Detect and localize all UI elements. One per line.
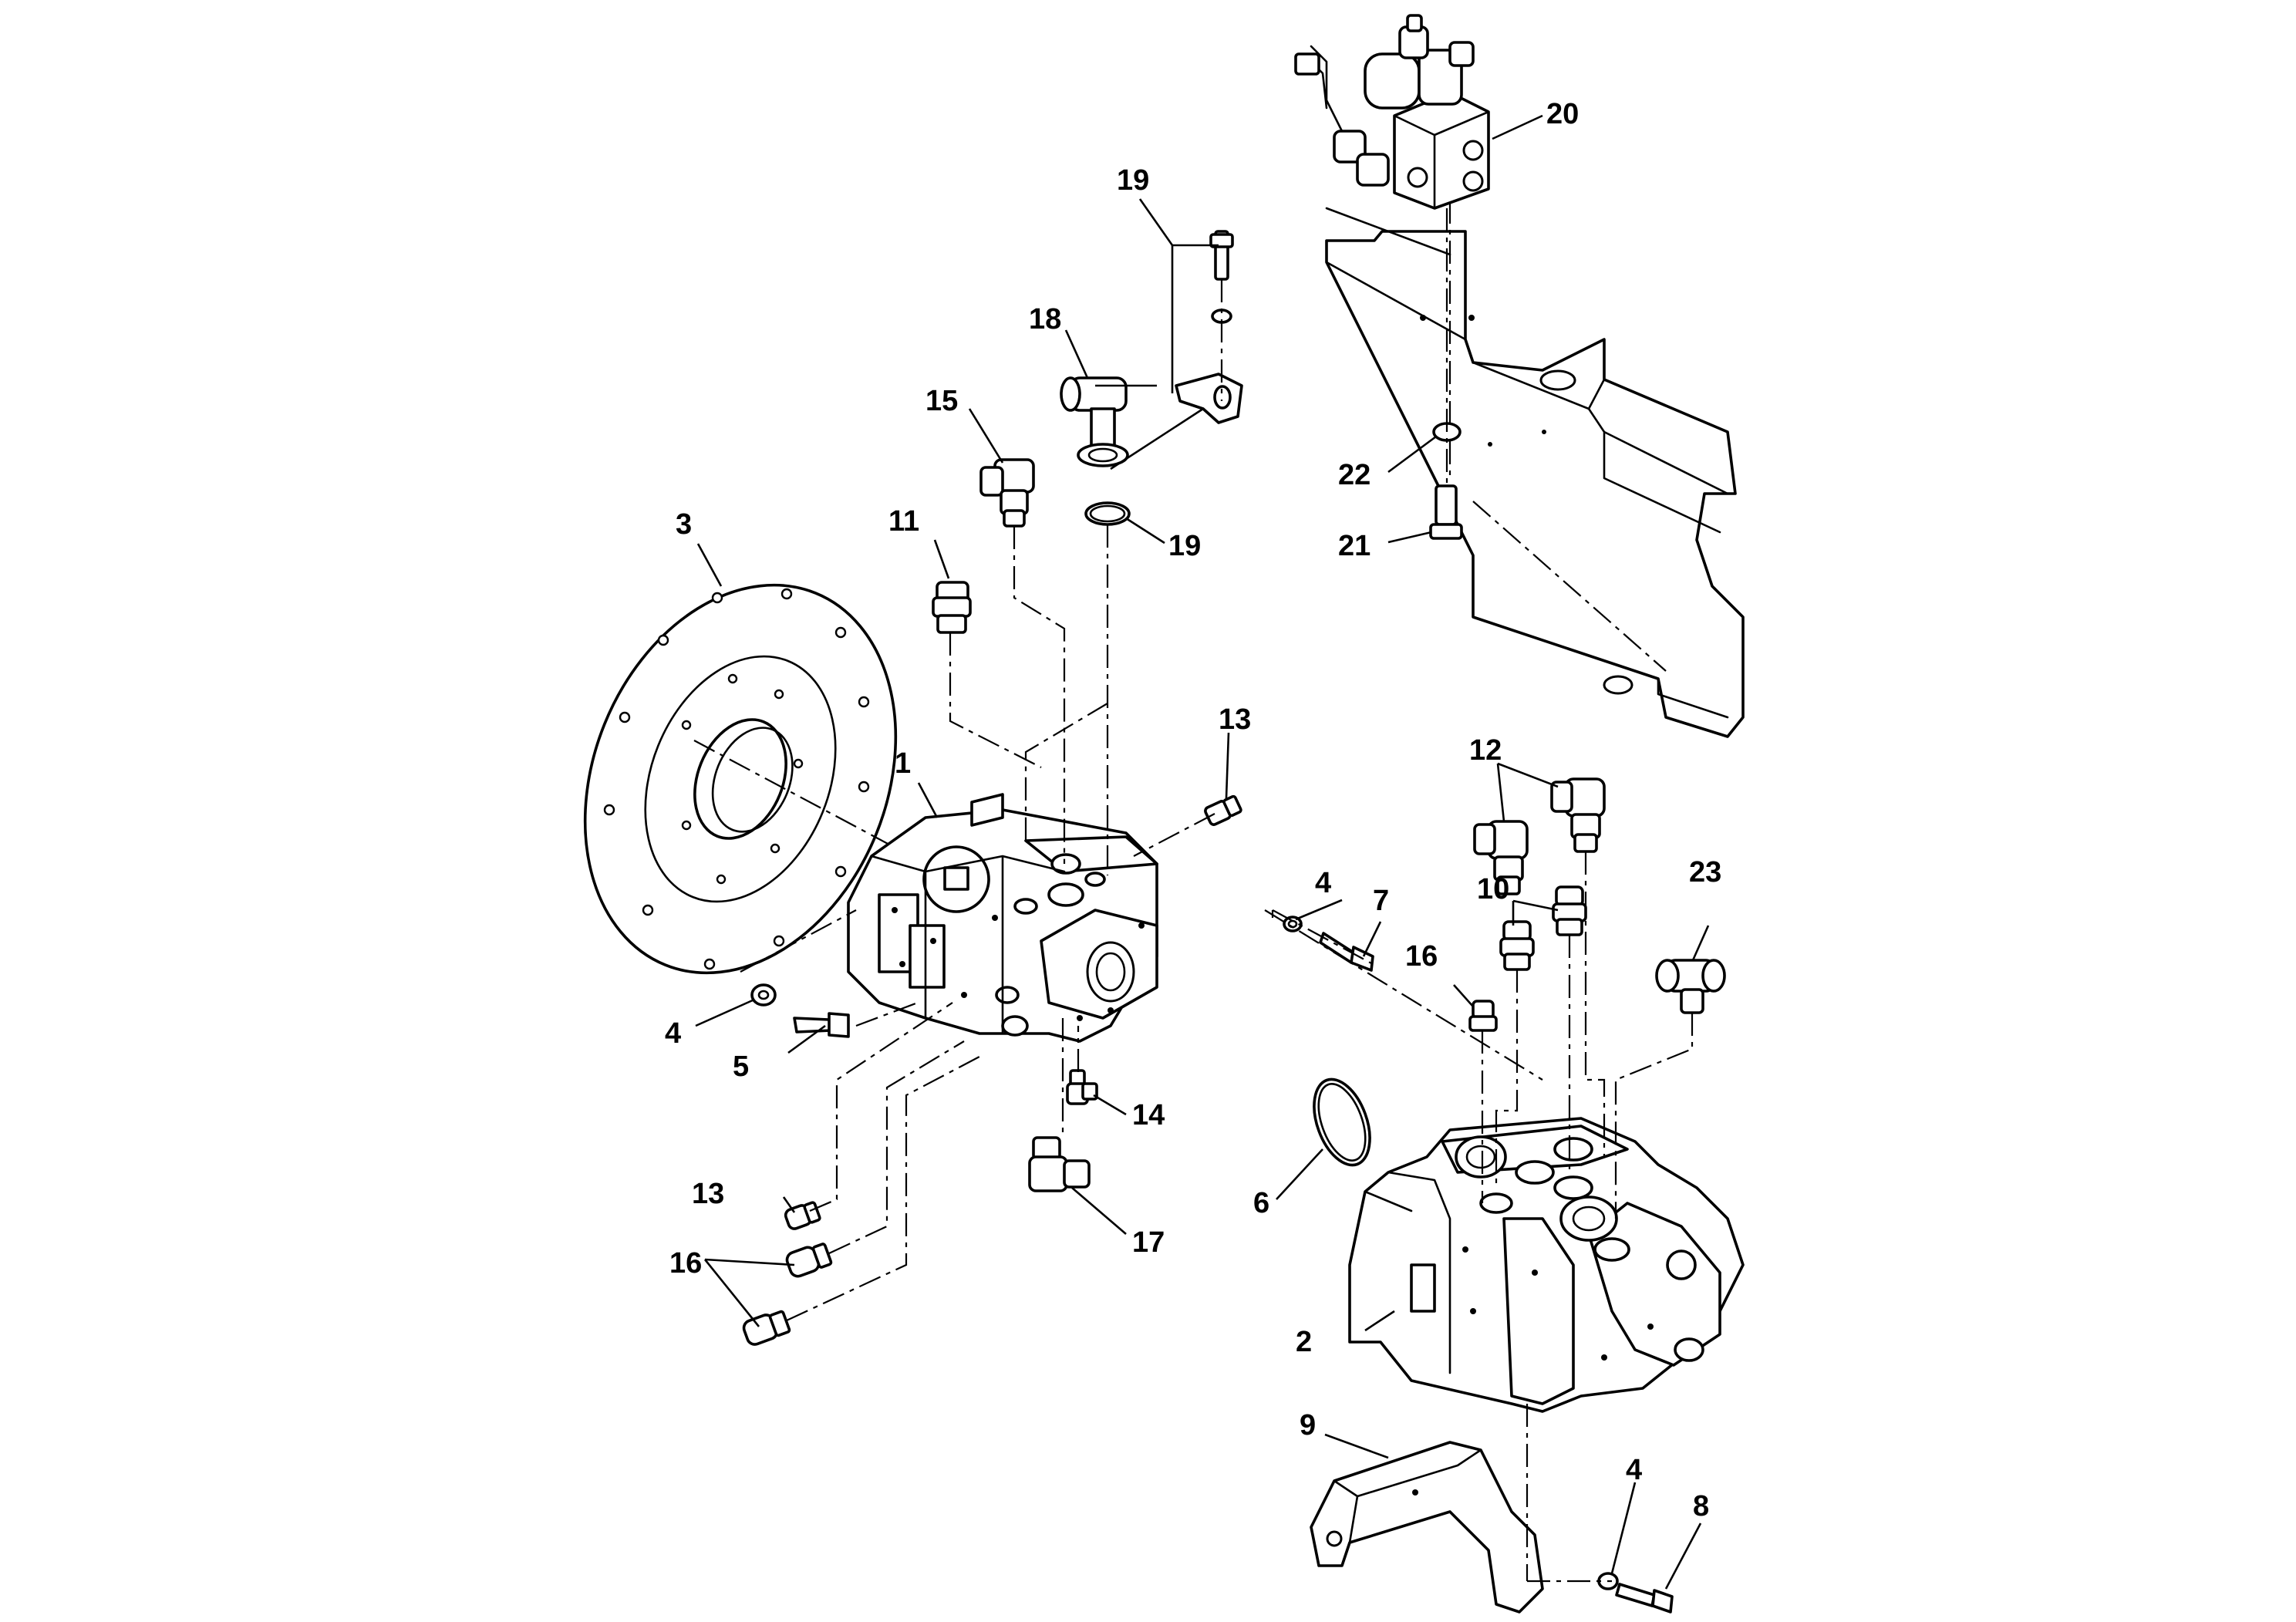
fitting-18 xyxy=(1060,376,1129,467)
callout-4: 4 xyxy=(665,1017,681,1050)
routing-lines xyxy=(786,524,1694,1321)
fitting-10-right xyxy=(1552,885,1587,936)
rail-hole-icon xyxy=(1603,675,1633,695)
callout-13: 13 xyxy=(1219,703,1251,736)
callout-4: 4 xyxy=(1315,867,1331,899)
bolt-21 xyxy=(1429,484,1463,540)
frame-rail xyxy=(1325,201,1745,738)
callout-2: 2 xyxy=(1296,1326,1312,1358)
callout-16: 16 xyxy=(1405,940,1438,973)
hydraulic-pump-1 xyxy=(847,793,1158,1043)
callout-23: 23 xyxy=(1689,856,1721,889)
callout-14: 14 xyxy=(1132,1099,1165,1131)
elbow-fitting-12-upper xyxy=(1550,777,1606,853)
callout-7: 7 xyxy=(1373,885,1389,917)
callout-15: 15 xyxy=(925,385,958,417)
callout-17: 17 xyxy=(1132,1226,1165,1259)
o-ring-6 xyxy=(1313,1077,1371,1167)
callout-19: 19 xyxy=(1117,164,1149,197)
callout-21: 21 xyxy=(1338,530,1371,562)
tee-fitting-23 xyxy=(1655,959,1726,1014)
callout-11: 11 xyxy=(888,505,919,538)
rail-hole-icon xyxy=(1539,369,1576,391)
elbow-fitting-12-lower xyxy=(1473,820,1529,895)
fitting-16-lower xyxy=(742,1310,791,1346)
elbow-fitting-17 xyxy=(1028,1136,1091,1192)
callout-1: 1 xyxy=(895,747,911,780)
fitting-16-right xyxy=(1468,1000,1498,1032)
drive-plate-3 xyxy=(583,583,898,975)
callout-13: 13 xyxy=(692,1178,724,1210)
elbow-fitting-15 xyxy=(979,458,1035,528)
hydraulic-pump-2 xyxy=(1348,1117,1745,1413)
callout-5: 5 xyxy=(733,1050,749,1083)
fitting-10-left xyxy=(1499,920,1535,971)
callout-10: 10 xyxy=(1477,873,1509,905)
callout-12: 12 xyxy=(1469,734,1502,767)
fitting-11 xyxy=(932,581,972,634)
plug-13-right xyxy=(1204,794,1242,826)
washer-4a xyxy=(750,983,777,1007)
washer-4b xyxy=(1283,916,1303,932)
callout-3: 3 xyxy=(676,508,692,541)
callout-6: 6 xyxy=(1253,1187,1269,1219)
callout-18: 18 xyxy=(1029,303,1061,336)
bolt-8 xyxy=(1615,1583,1674,1614)
callout-leaders xyxy=(695,114,1710,1590)
fitting-16-upper xyxy=(785,1243,833,1278)
callout-16: 16 xyxy=(669,1247,702,1280)
callout-20: 20 xyxy=(1546,98,1579,130)
bracket-9 xyxy=(1310,1441,1544,1614)
clamp-19 xyxy=(1175,230,1243,424)
callout-9: 9 xyxy=(1300,1409,1316,1442)
callout-8: 8 xyxy=(1693,1490,1709,1523)
callout-22: 22 xyxy=(1338,459,1371,491)
callout-19: 19 xyxy=(1168,530,1201,562)
bolt-5 xyxy=(793,1012,850,1038)
callout-labels: 1 2 3 4 4 4 5 6 7 8 9 10 11 12 13 13 14 … xyxy=(665,98,1721,1523)
callout-4: 4 xyxy=(1626,1454,1642,1486)
solenoid-valve-block-20 xyxy=(1294,14,1490,210)
fitting-14 xyxy=(1066,1069,1098,1105)
